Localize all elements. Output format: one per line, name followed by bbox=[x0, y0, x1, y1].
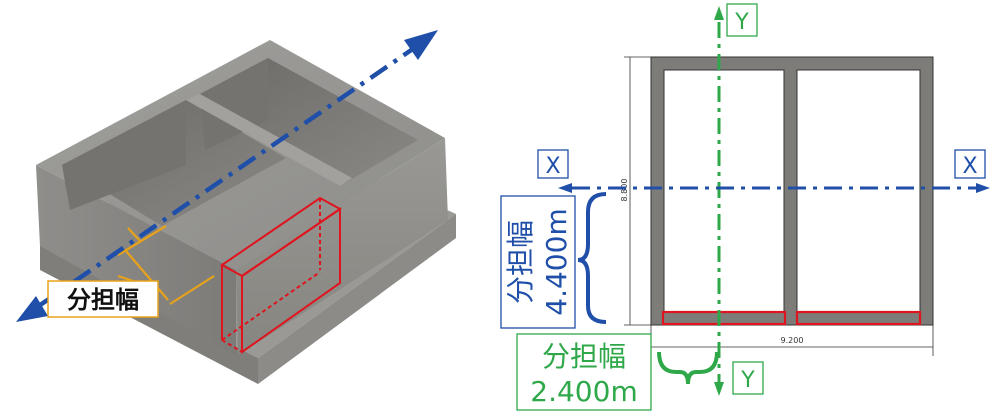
red-wall-section bbox=[220, 196, 342, 354]
red-box-bottom-back-dash bbox=[221, 271, 321, 341]
wall-front-face bbox=[36, 165, 236, 355]
plan-y-axis bbox=[714, 6, 724, 396]
plan-green-label-line2: 2.400m bbox=[530, 375, 637, 408]
plan-axis-x-left-label: X bbox=[545, 154, 560, 179]
plan-height-dim-text: 8.800 bbox=[620, 179, 629, 202]
plan-axis-x-left-box: X bbox=[537, 149, 569, 179]
yellow-bracket-lower bbox=[169, 275, 215, 305]
plan-axis-y-bottom-frame bbox=[732, 361, 764, 395]
plan-axis-x-right-box: X bbox=[954, 149, 986, 179]
plan-x-axis-head-left bbox=[558, 183, 572, 193]
plan-view: 8.800 9.200 X X bbox=[500, 3, 990, 411]
iso-x-axis-arrow bbox=[16, 30, 438, 322]
iso-x-axis-head-top bbox=[404, 30, 438, 60]
yellow-bracket-upper bbox=[117, 225, 167, 256]
plan-blue-brace bbox=[577, 192, 607, 324]
plan-axis-y-bottom-label: Y bbox=[740, 368, 755, 393]
plan-axis-y-top-label: Y bbox=[734, 10, 749, 35]
cell-left-inner-wall bbox=[62, 100, 186, 210]
plan-height-dimension bbox=[624, 56, 651, 326]
plan-width-dim-text: 9.200 bbox=[781, 336, 804, 345]
plan-green-label-line1: 分担幅 bbox=[542, 340, 626, 373]
plan-cell-left bbox=[663, 69, 785, 313]
plan-x-axis-head-right bbox=[976, 183, 990, 193]
plan-red-wall-right bbox=[795, 310, 922, 326]
plan-x-axis bbox=[558, 183, 990, 193]
iso-concrete-box: 分担幅 bbox=[16, 30, 456, 384]
plan-cell-right bbox=[796, 69, 921, 313]
red-box-bottom-dash bbox=[221, 339, 243, 353]
iso-width-label-box: 分担幅 bbox=[47, 280, 159, 318]
plan-y-axis-head-top bbox=[714, 6, 724, 20]
plan-blue-label-frame bbox=[500, 195, 576, 329]
plan-axis-y-bottom-box: Y bbox=[732, 361, 764, 395]
plan-axis-y-top-frame bbox=[726, 3, 758, 37]
plan-green-label-box: 分担幅 2.400m bbox=[516, 333, 652, 411]
plan-axis-x-left-frame bbox=[537, 149, 569, 179]
wall-right-face bbox=[236, 138, 448, 355]
iso-width-label-frame bbox=[47, 280, 159, 318]
plan-green-label-frame bbox=[516, 333, 652, 411]
yellow-bracket-tick-a bbox=[127, 227, 141, 242]
plan-red-wall-left bbox=[661, 310, 787, 326]
plan-blue-label-box: 分担幅 4.400m bbox=[500, 195, 576, 329]
base-slab-right bbox=[258, 214, 456, 384]
plan-axis-y-top-box: Y bbox=[726, 3, 758, 37]
iso-x-axis-head-bottom bbox=[16, 296, 48, 322]
iso-width-label: 分担幅 bbox=[67, 286, 139, 314]
plan-axis-x-right-label: X bbox=[962, 154, 977, 179]
plan-axis-x-right-frame bbox=[954, 149, 986, 179]
plan-green-brace bbox=[657, 351, 719, 385]
plan-blue-label-line1: 分担幅 bbox=[504, 220, 537, 304]
plan-y-axis-head-bottom bbox=[714, 382, 724, 396]
plan-blue-label-line2: 4.400m bbox=[540, 208, 573, 315]
yellow-bracket-span bbox=[125, 250, 169, 301]
middle-wall-top bbox=[186, 94, 352, 186]
